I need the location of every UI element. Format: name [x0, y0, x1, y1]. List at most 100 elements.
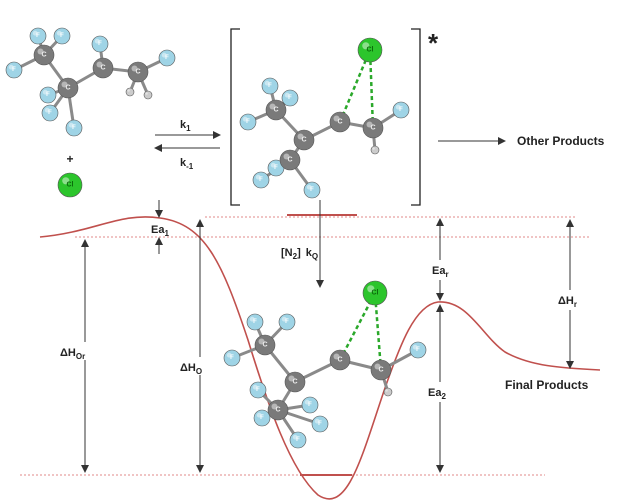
fluorine-atom: F — [5, 61, 23, 79]
fluorine-atom: F — [39, 86, 57, 104]
chlorine-atom-icon: Cl — [57, 172, 83, 198]
hydrogen-atom — [383, 387, 393, 397]
chlorine-atom: Cl — [357, 37, 383, 63]
svg-text:F: F — [399, 107, 403, 113]
carbon-atom: C — [279, 149, 301, 171]
other-products-label: Other Products — [517, 134, 605, 148]
carbon-atom: C — [92, 57, 114, 79]
svg-text:F: F — [318, 421, 322, 427]
svg-text:Cl: Cl — [367, 47, 374, 54]
bracket-left — [230, 28, 240, 206]
k-1-label: k-1 — [180, 157, 194, 171]
final-products-label: Final Products — [505, 378, 589, 392]
fluorine-atom: F — [281, 89, 299, 107]
ea1-label: Ea1 — [151, 224, 169, 238]
svg-text:F: F — [259, 177, 263, 183]
fluorine-atom: F — [41, 104, 59, 122]
svg-text:F: F — [98, 41, 102, 47]
carbon-atom: C — [284, 371, 306, 393]
fluorine-atom: F — [249, 381, 267, 399]
chlorine-atom: Cl — [57, 172, 83, 198]
svg-text:Cl: Cl — [372, 290, 379, 297]
cl-bond-dashed — [368, 49, 375, 129]
svg-text:F: F — [285, 319, 289, 325]
fluorine-atom: F — [301, 396, 319, 414]
carbon-atom: C — [329, 349, 351, 371]
fluorine-atom: F — [246, 313, 264, 331]
fluorine-atom: F — [239, 113, 257, 131]
svg-text:F: F — [308, 402, 312, 408]
fluorine-atom: F — [303, 181, 321, 199]
ear-label: Ear — [432, 265, 449, 279]
fluorine-atom: F — [223, 349, 241, 367]
svg-text:F: F — [60, 33, 64, 39]
cl-bond-dashed — [338, 292, 377, 361]
dhr-label: ΔHr — [558, 295, 577, 309]
fluorine-atom: F — [267, 159, 285, 177]
svg-text:C: C — [292, 379, 297, 386]
svg-text:C: C — [337, 357, 342, 364]
carbon-atom: C — [362, 117, 384, 139]
fluorine-atom: F — [65, 119, 83, 137]
plus-sign: + — [66, 152, 73, 166]
n2-kq-label: [N2]kQ — [281, 247, 318, 261]
svg-text:Cl: Cl — [67, 182, 74, 189]
hydrogen-atom — [370, 145, 380, 155]
fluorine-atom: F — [252, 171, 270, 189]
svg-text:F: F — [268, 83, 272, 89]
svg-text:C: C — [337, 119, 342, 126]
carbon-atom: C — [57, 77, 79, 99]
svg-text:C: C — [378, 367, 383, 374]
svg-text:C: C — [275, 407, 280, 414]
svg-text:F: F — [274, 165, 278, 171]
svg-text:F: F — [165, 55, 169, 61]
fluorine-atom: F — [311, 415, 329, 433]
svg-text:C: C — [287, 157, 292, 164]
fluorine-atom: F — [253, 409, 271, 427]
svg-text:F: F — [288, 95, 292, 101]
svg-text:F: F — [12, 67, 16, 73]
carbon-atom: C — [265, 99, 287, 121]
dho-label: ΔHO — [180, 362, 202, 376]
fluorine-atom: F — [91, 35, 109, 53]
fluorine-atom: F — [392, 101, 410, 119]
svg-text:F: F — [296, 437, 300, 443]
cl-bond-dashed — [338, 49, 372, 123]
fluorine-atom: F — [158, 49, 176, 67]
svg-text:F: F — [72, 125, 76, 131]
svg-text:F: F — [46, 92, 50, 98]
svg-text:C: C — [370, 125, 375, 132]
hydrogen-atom — [125, 87, 135, 97]
carbon-atom: C — [127, 61, 149, 83]
svg-text:F: F — [246, 119, 250, 125]
fluorine-atom: F — [278, 313, 296, 331]
carbon-atom: C — [33, 44, 55, 66]
cl-bond-dashed — [373, 292, 383, 371]
svg-text:F: F — [48, 110, 52, 116]
svg-text:F: F — [260, 415, 264, 421]
ea2-label: Ea2 — [428, 387, 446, 401]
fluorine-atom: F — [261, 77, 279, 95]
carbon-atom: C — [254, 334, 276, 356]
svg-text:C: C — [65, 85, 70, 92]
svg-text:F: F — [416, 347, 420, 353]
carbon-atom: C — [267, 399, 289, 421]
svg-text:C: C — [135, 69, 140, 76]
fluorine-atom: F — [53, 27, 71, 45]
asterisk-label: * — [428, 28, 439, 58]
carbon-atom: C — [329, 111, 351, 133]
bracket-right — [411, 28, 421, 206]
svg-text:C: C — [262, 342, 267, 349]
adduct-molecule-icon: F F F C C F F C F F F C C F Cl — [223, 280, 427, 449]
svg-text:F: F — [310, 187, 314, 193]
fluorine-atom: F — [289, 431, 307, 449]
hydrogen-atom — [143, 90, 153, 100]
fluorine-atom: F — [409, 341, 427, 359]
svg-text:F: F — [256, 387, 260, 393]
svg-text:F: F — [253, 319, 257, 325]
svg-text:F: F — [36, 33, 40, 39]
